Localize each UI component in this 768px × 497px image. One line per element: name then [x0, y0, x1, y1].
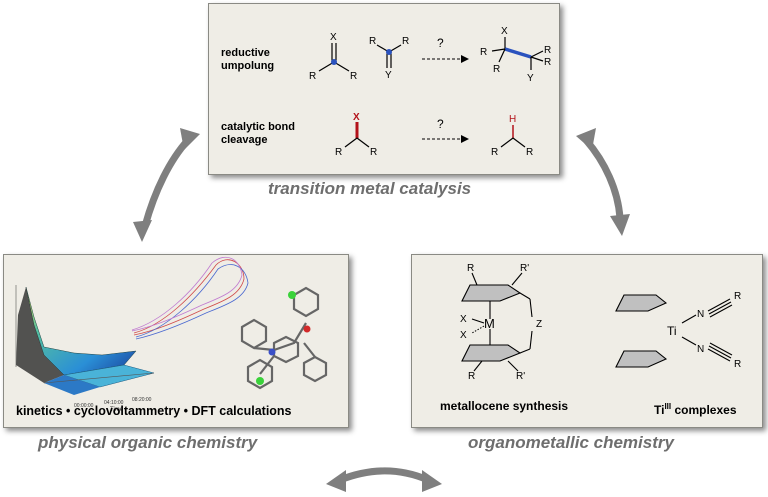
arrow-left-top	[141, 137, 191, 227]
titanocene-complex-structure: Ti N N R R	[615, 291, 741, 370]
svg-text:R: R	[467, 263, 474, 274]
arrowhead-left-top-2	[133, 220, 152, 242]
svg-text:R: R	[370, 147, 377, 158]
svg-text:08:20:00: 08:20:00	[132, 397, 152, 403]
svg-text:R: R	[309, 71, 316, 82]
svg-text:?: ?	[437, 36, 444, 50]
svg-text:X: X	[460, 314, 467, 325]
svg-text:R: R	[491, 147, 498, 158]
ansa-metallocene-structure: M X X Z R R' R R'	[460, 263, 542, 382]
svg-text:R: R	[350, 71, 357, 82]
svg-text:R: R	[544, 57, 551, 68]
svg-text:R: R	[544, 45, 551, 56]
cyclovoltammogram	[131, 256, 249, 340]
halide-reactant: X R R	[335, 112, 377, 158]
svg-text:R: R	[493, 64, 500, 75]
kinetics-surface-plot: 00:00:00 04:10:00 08:20:00 Time	[15, 285, 155, 413]
svg-text:00:00:00: 00:00:00	[74, 403, 94, 409]
metallocene-synthesis-label: metallocene synthesis	[440, 399, 569, 413]
svg-text:N: N	[697, 309, 704, 320]
svg-text:N: N	[697, 344, 704, 355]
physical-organic-graphics: 00:00:00 04:10:00 08:20:00 Time	[15, 256, 328, 413]
dft-structure	[240, 286, 328, 390]
svg-text:R': R'	[520, 263, 529, 274]
arrowhead-right-top-2	[610, 214, 630, 236]
organometallic-chemistry-panel: M X X Z R R' R R' Ti N N R R meta	[411, 254, 763, 428]
methods-label: kinetics • cyclovoltammetry • DFT calcul…	[16, 404, 292, 418]
organometallic-chemistry-caption: organometallic chemistry	[468, 433, 674, 452]
svg-text:R: R	[335, 147, 342, 158]
arrowhead-left-top-1	[180, 128, 200, 150]
imine-reactant: R R Y	[369, 36, 409, 81]
svg-text:Z: Z	[536, 319, 542, 330]
arrowhead-bottom-1	[326, 470, 346, 492]
svg-text:Ti: Ti	[667, 324, 677, 338]
svg-text:M: M	[484, 316, 495, 331]
svg-text:X: X	[501, 26, 508, 37]
transition-metal-catalysis-caption: transition metal catalysis	[268, 179, 472, 198]
svg-text:R: R	[468, 371, 475, 382]
svg-text:R: R	[480, 47, 487, 58]
svg-text:X: X	[460, 330, 467, 341]
reduced-product: H R R	[491, 114, 533, 158]
svg-text:X: X	[330, 32, 337, 43]
svg-text:R: R	[526, 147, 533, 158]
svg-text:H: H	[509, 114, 516, 125]
physical-organic-chemistry-caption: physical organic chemistry	[38, 433, 258, 452]
organometallic-structures: M X X Z R R' R R' Ti N N R R	[460, 263, 741, 382]
physical-organic-chemistry-panel: 00:00:00 04:10:00 08:20:00 Time	[3, 254, 349, 428]
svg-text:R': R'	[516, 371, 525, 382]
ti-iii-complexes-label: TiIII complexes	[654, 402, 737, 417]
svg-text:Y: Y	[385, 70, 392, 81]
svg-text:?: ?	[437, 117, 444, 131]
svg-text:R: R	[369, 36, 376, 47]
svg-text:R: R	[734, 359, 741, 370]
arrow-right-top	[583, 137, 624, 219]
svg-text:R: R	[402, 36, 409, 47]
arrowhead-bottom-2	[422, 470, 442, 492]
reaction-schemes: X R R R R Y ? X R R	[309, 26, 551, 158]
svg-text:R: R	[734, 291, 741, 302]
svg-text:04:10:00: 04:10:00	[104, 400, 124, 406]
svg-text:Y: Y	[527, 73, 534, 84]
carbonyl-reactant: X R R	[309, 32, 357, 82]
svg-text:X: X	[353, 112, 360, 123]
umpolung-product: X R R R R Y	[480, 26, 551, 84]
arrowhead-right-top-1	[576, 128, 596, 150]
arrow-bottom	[338, 467, 430, 484]
svg-text:Time: Time	[110, 407, 124, 413]
